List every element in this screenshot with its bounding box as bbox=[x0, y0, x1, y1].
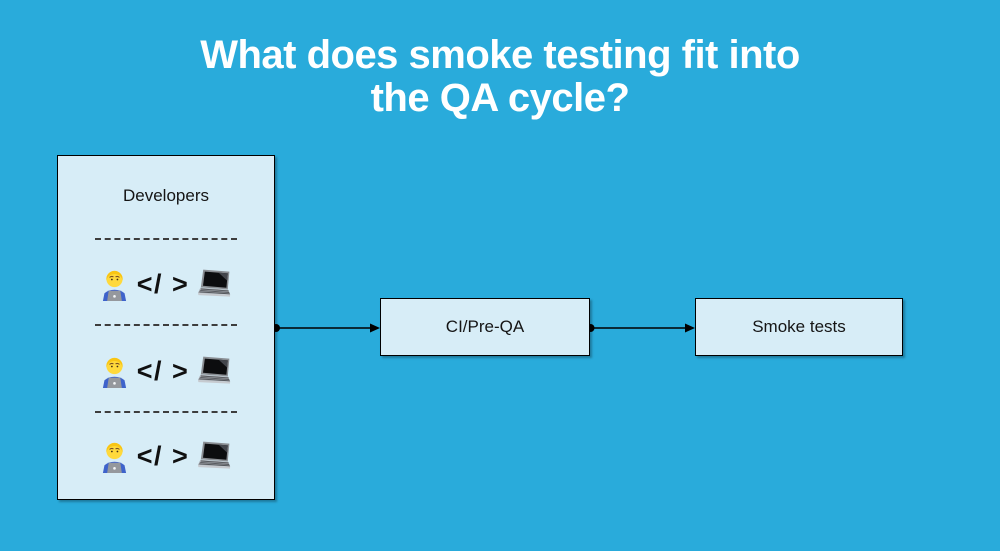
ci-pre-qa-label: CI/Pre-QA bbox=[445, 317, 525, 336]
code-glyph: </ > bbox=[136, 268, 190, 299]
technologist-emoji bbox=[99, 354, 130, 388]
code-glyph: </ > bbox=[136, 355, 190, 386]
laptop-emoji bbox=[196, 269, 233, 300]
dashed-divider bbox=[95, 411, 237, 413]
arrow-ci-to-smoke bbox=[586, 323, 695, 333]
developer-row: </ > bbox=[58, 264, 274, 304]
smoke-tests-box: Smoke tests bbox=[695, 298, 903, 356]
arrow-developers-to-ci bbox=[272, 323, 380, 333]
ci-pre-qa-box: CI/Pre-QA bbox=[380, 298, 590, 356]
developer-row: </ > bbox=[58, 436, 274, 476]
dashed-divider bbox=[95, 238, 237, 240]
smoke-tests-label: Smoke tests bbox=[752, 317, 846, 336]
code-glyph: </ > bbox=[136, 440, 190, 471]
page-title-line1: What does smoke testing fit into bbox=[200, 33, 800, 77]
developers-box-label: Developers bbox=[123, 186, 209, 205]
technologist-emoji bbox=[99, 439, 130, 473]
dashed-divider bbox=[95, 324, 237, 326]
technologist-emoji bbox=[99, 267, 130, 301]
laptop-emoji bbox=[196, 441, 233, 472]
developers-box: Developers </ > </ > </ > bbox=[57, 155, 275, 500]
laptop-emoji bbox=[196, 356, 233, 387]
page-title-line2: the QA cycle? bbox=[370, 76, 630, 120]
developer-row: </ > bbox=[58, 351, 274, 391]
